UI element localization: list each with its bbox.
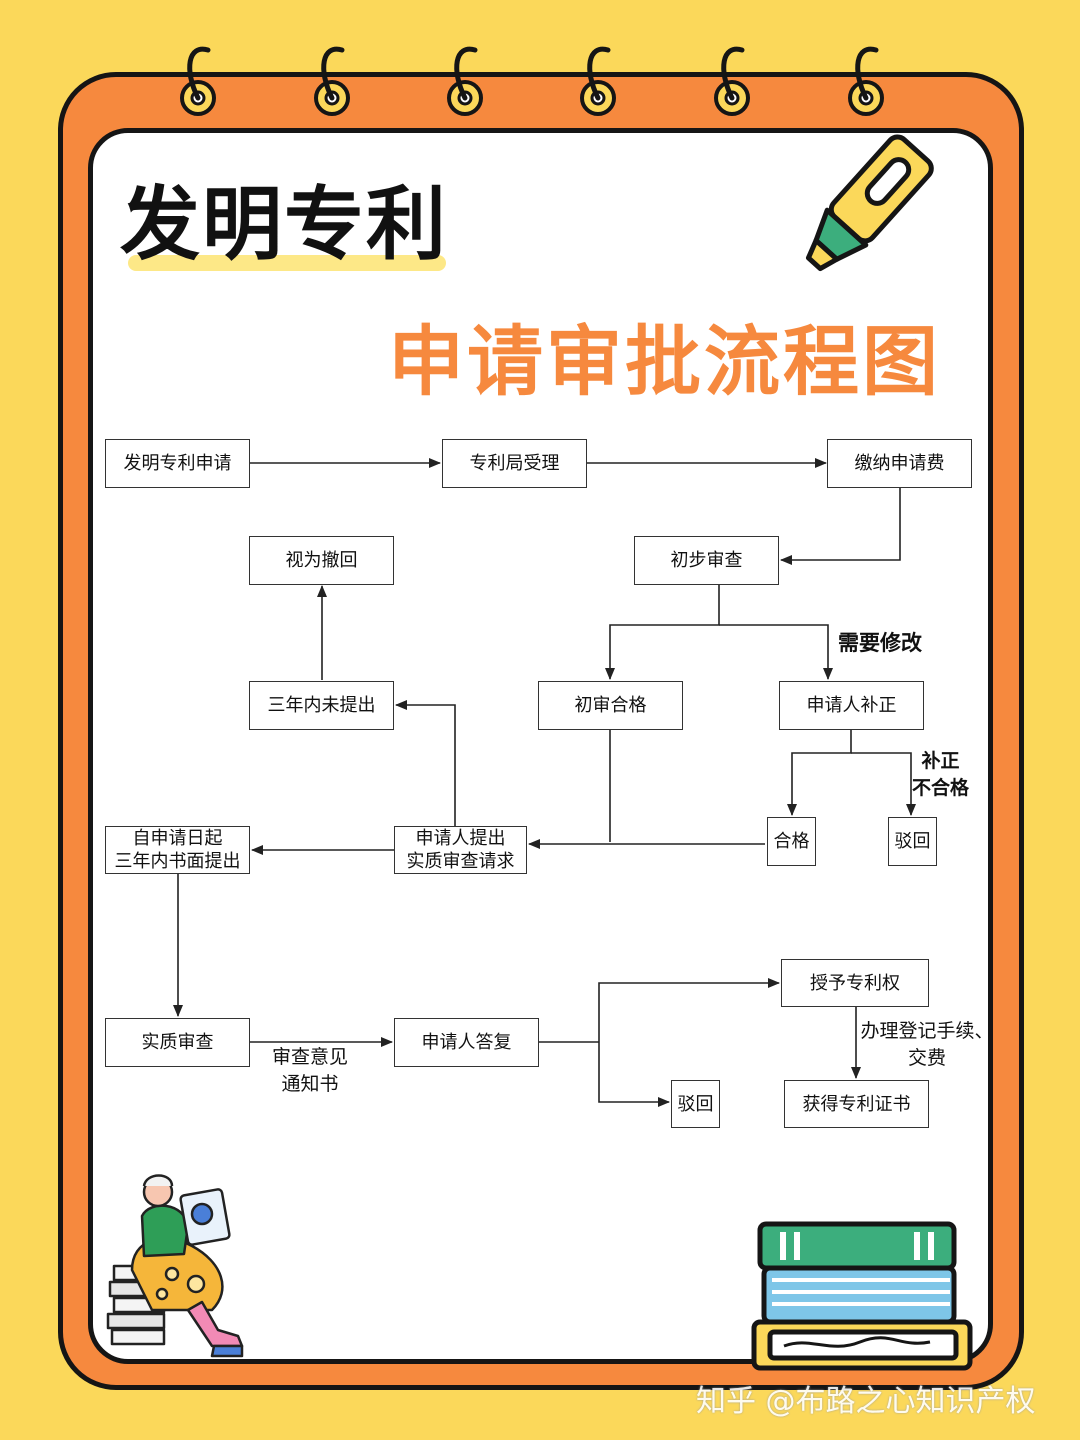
node-not-filed-3y: 三年内未提出 (249, 681, 394, 730)
node-applicant-correction: 申请人补正 (779, 681, 924, 730)
highlighter-icon (805, 134, 934, 272)
edge-label-correction-failed: 补正 不合格 (912, 750, 970, 799)
spiral-ring-icon (580, 46, 616, 116)
watermark: 知乎 @布路之心知识产权 (696, 1384, 1036, 1419)
reading-girl-illustration (106, 1174, 244, 1358)
notebook-page (88, 128, 993, 1364)
node-withdrawn: 视为撤回 (249, 536, 394, 585)
node-get-certificate: 获得专利证书 (784, 1080, 929, 1128)
node-qualified: 合格 (767, 817, 816, 866)
spiral-ring-icon (447, 46, 483, 116)
title-underline (128, 255, 446, 271)
node-rejected: 驳回 (888, 817, 937, 866)
node-preliminary-passed: 初审合格 (538, 681, 683, 730)
edge-label-registration: 办理登记手续、 交费 (860, 1020, 994, 1069)
node-fee: 缴纳申请费 (827, 439, 972, 488)
node-grant-patent: 授予专利权 (781, 959, 929, 1007)
node-accept: 专利局受理 (442, 439, 587, 488)
node-applicant-reply: 申请人答复 (394, 1018, 539, 1067)
node-apply: 发明专利申请 (105, 439, 250, 488)
node-substantive-exam: 实质审查 (105, 1018, 250, 1067)
spiral-ring-icon (314, 46, 350, 116)
page-subtitle: 申请审批流程图 (388, 317, 941, 406)
node-rejected: 驳回 (671, 1080, 720, 1128)
spiral-ring-icon (848, 46, 884, 116)
edge-label-needs-revision: 需要修改 (838, 631, 922, 655)
node-exam-request: 申请人提出 实质审查请求 (394, 826, 527, 874)
page-title: 发明专利 (120, 178, 448, 271)
node-within-3-years: 自申请日起 三年内书面提出 (105, 826, 250, 874)
node-preliminary-exam: 初步审查 (634, 536, 779, 585)
edge-label-exam-notice: 审查意见 通知书 (272, 1046, 349, 1095)
spiral-ring-icon (714, 46, 750, 116)
spiral-ring-icon (180, 46, 216, 116)
book-stack-illustration (751, 1221, 973, 1371)
